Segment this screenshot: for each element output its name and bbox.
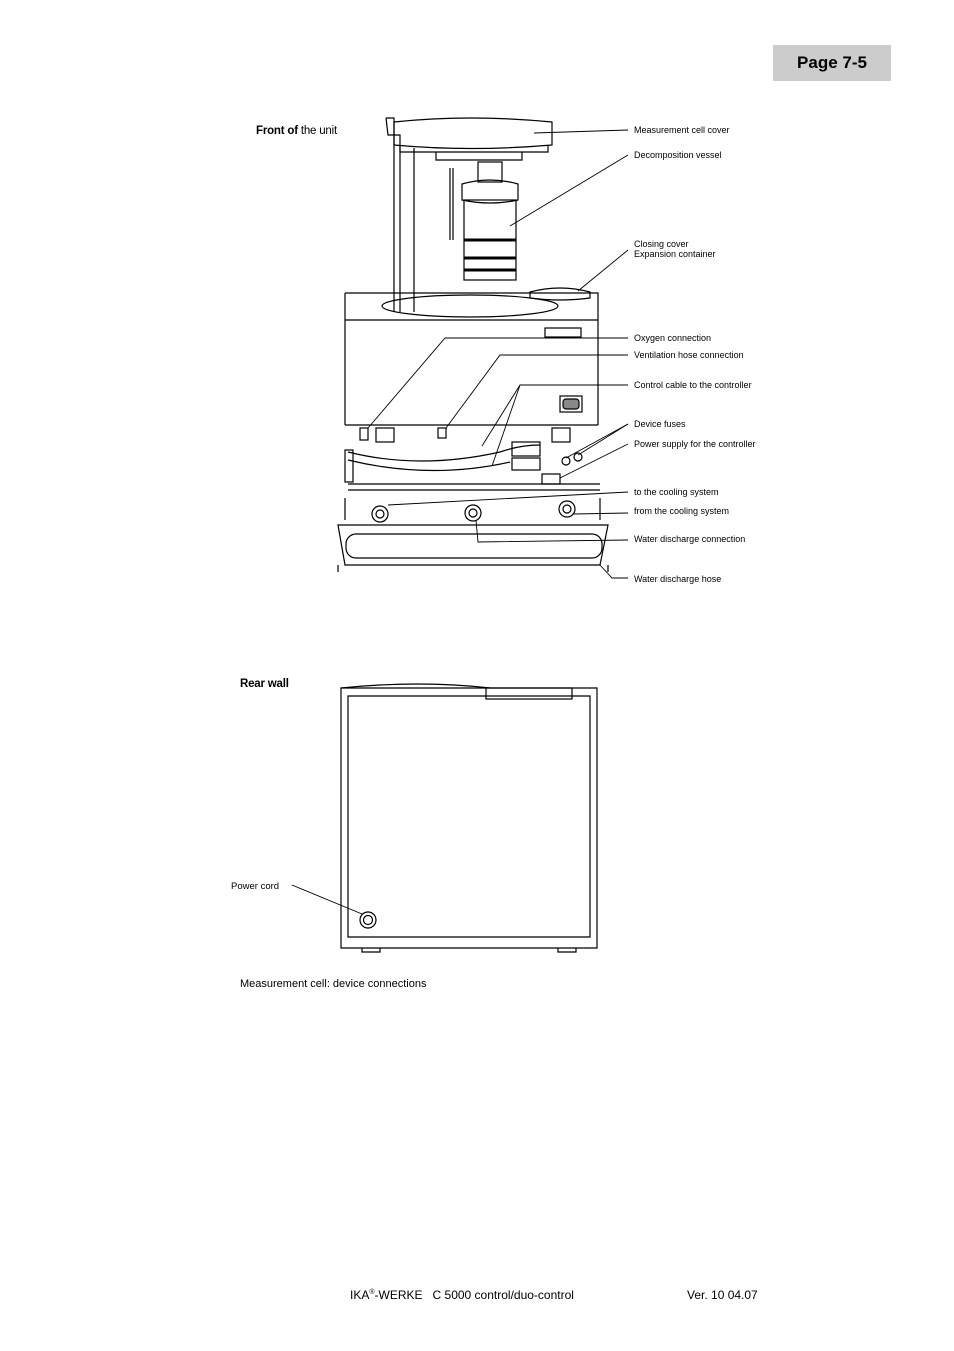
rear-wall-title: Rear wall [240,678,289,690]
callout-ventilation-hose-connection: Ventilation hose connection [634,350,744,360]
footer-version: Ver. 10 04.07 [687,1288,758,1302]
footer-brand-name: IKA [350,1288,370,1302]
front-title-bold: Front of [256,125,298,137]
callout-closing-cover: Closing cover [634,239,689,249]
footer-product: C 5000 control/duo-control [432,1288,574,1302]
callout-control-cable: Control cable to the controller [634,380,752,390]
front-figure-title: Front of the unit [256,125,337,137]
callout-water-discharge-connection: Water discharge connection [634,534,746,544]
front-title-rest: the unit [297,125,337,137]
figure-caption: Measurement cell: device connections [240,978,427,990]
page-number-badge: Page 7-5 [773,45,891,81]
footer-brand: IKA®-WERKE C 5000 control/duo-control [350,1288,574,1302]
callout-from-cooling-system: from the cooling system [634,506,730,516]
callout-decomposition-vessel: Decomposition vessel [634,150,722,160]
callout-to-cooling-system: to the cooling system [634,487,719,497]
callout-device-fuses: Device fuses [634,419,686,429]
callout-power-cord: Power cord [231,881,280,892]
callout-power-supply-controller: Power supply for the controller [634,439,756,449]
footer-registered-mark: ® [369,1289,375,1296]
footer-brand-suffix: -WERKE [374,1288,423,1302]
callout-oxygen-connection: Oxygen connection [634,333,712,343]
front-unit-drawing [337,117,629,579]
callout-measurement-cell-cover: Measurement cell cover [634,125,730,135]
rear-wall-drawing [291,683,598,953]
callout-expansion-container: Expansion container [634,249,716,259]
callout-water-discharge-hose: Water discharge hose [634,574,722,584]
